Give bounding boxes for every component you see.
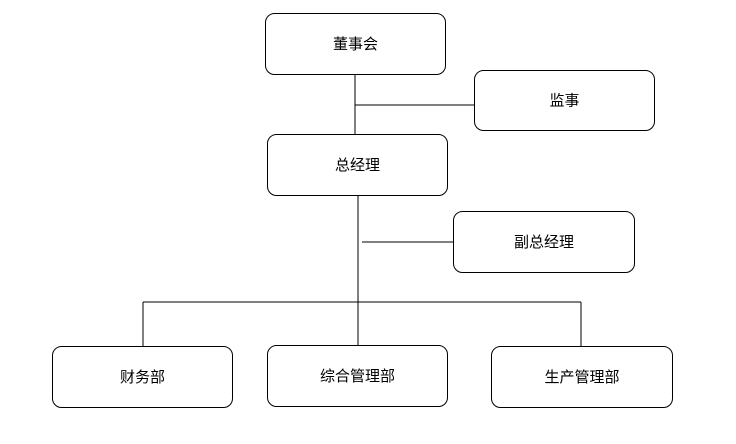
node-box — [491, 346, 673, 408]
node-box — [52, 346, 233, 408]
node-label: 生产管理部 — [544, 368, 619, 386]
node-box — [267, 345, 448, 407]
node-box — [267, 134, 448, 196]
node-box — [474, 70, 655, 131]
node-board: 董事会 — [265, 13, 446, 75]
node-production-dept: 生产管理部 — [491, 346, 673, 408]
node-general-affairs-dept: 综合管理部 — [267, 345, 448, 407]
node-finance-dept: 财务部 — [52, 346, 233, 408]
node-box — [265, 13, 446, 75]
node-label: 总经理 — [335, 156, 380, 174]
node-supervisor: 监事 — [474, 70, 655, 131]
node-label: 副总经理 — [514, 233, 574, 251]
node-label: 综合管理部 — [320, 367, 395, 385]
node-box — [453, 211, 635, 273]
connectors — [142, 74, 582, 347]
node-label: 财务部 — [120, 368, 165, 386]
node-label: 董事会 — [333, 35, 378, 53]
node-deputy-general-manager: 副总经理 — [453, 211, 635, 273]
node-label: 监事 — [549, 92, 579, 110]
node-general-manager: 总经理 — [267, 134, 448, 196]
